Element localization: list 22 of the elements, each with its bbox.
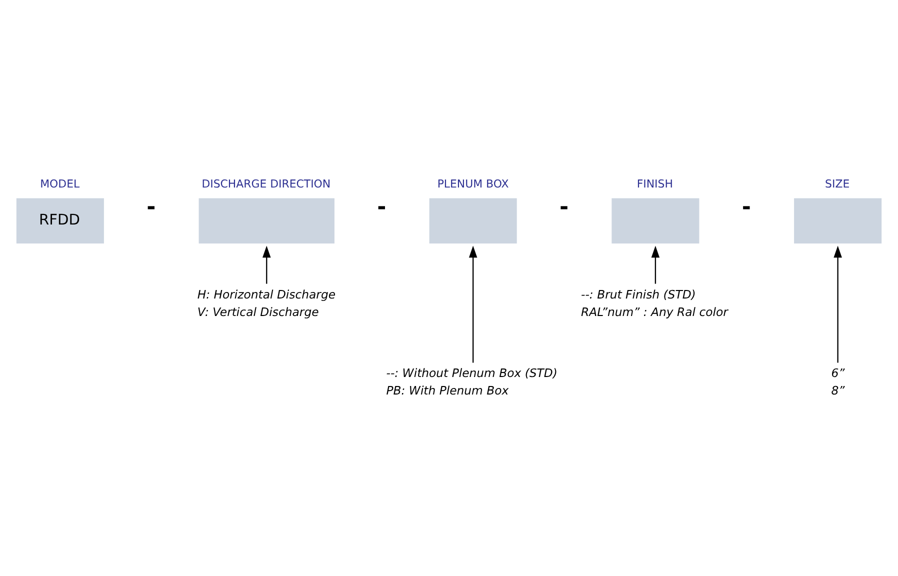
- node-text: H: Horizontal Discharge V: Vertical Discharge: [197, 287, 336, 319]
- node-box: RFDD: [16, 198, 104, 244]
- node-label: FINISH: [636, 177, 673, 190]
- node-label: DISCHARGE DIRECTION: [202, 177, 331, 190]
- label: -: [742, 194, 751, 220]
- node-text: --: Without Plenum Box (STD) PB: With Plenum Box: [386, 366, 558, 398]
- arrow: [651, 246, 660, 284]
- arrow: [834, 246, 842, 363]
- label: -: [377, 194, 386, 220]
- node-text: 6” 8”: [831, 366, 845, 398]
- node-box: [429, 198, 517, 244]
- node-box: [612, 198, 700, 244]
- node-text: --: Brut Finish (STD) RAL”num” : Any Ral color: [581, 287, 728, 319]
- label: -: [560, 194, 569, 220]
- node-label: MODEL: [40, 177, 80, 190]
- arrow: [468, 246, 478, 363]
- node-box: [794, 198, 882, 244]
- node-label: SIZE: [825, 177, 850, 190]
- node-box: [198, 198, 334, 244]
- label: -: [146, 194, 156, 220]
- node-label: PLENUM BOX: [437, 177, 509, 190]
- arrow: [262, 246, 271, 284]
